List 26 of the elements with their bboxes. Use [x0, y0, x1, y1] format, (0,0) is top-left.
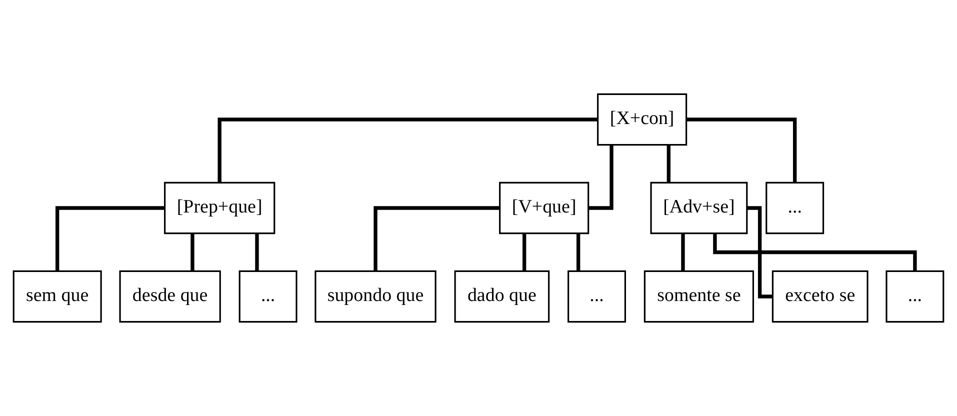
node-box: desde que	[119, 270, 221, 323]
node-box: [X+con]	[597, 93, 688, 146]
connector	[686, 118, 797, 182]
connector	[255, 234, 259, 271]
node-box: dado que	[454, 270, 550, 323]
connector	[681, 234, 685, 271]
node-box: ...	[886, 270, 944, 323]
node-box: [Adv+se]	[650, 182, 748, 234]
node-box: sem que	[12, 270, 102, 323]
node-box: ...	[766, 182, 824, 234]
connector	[218, 118, 598, 182]
connector	[374, 206, 500, 271]
node-box: exceto se	[772, 270, 868, 323]
connector	[56, 206, 165, 271]
node-box: [Prep+que]	[164, 182, 276, 234]
connector	[190, 234, 194, 271]
connector	[746, 206, 773, 298]
node-box: ...	[568, 270, 626, 323]
connector	[666, 145, 671, 182]
node-box: supondo que	[314, 270, 436, 323]
node-box: somente se	[644, 270, 754, 323]
connector	[522, 234, 526, 271]
node-box: [V+que]	[499, 182, 590, 234]
connector	[588, 145, 614, 210]
connector	[576, 234, 580, 271]
node-box: ...	[238, 270, 298, 323]
